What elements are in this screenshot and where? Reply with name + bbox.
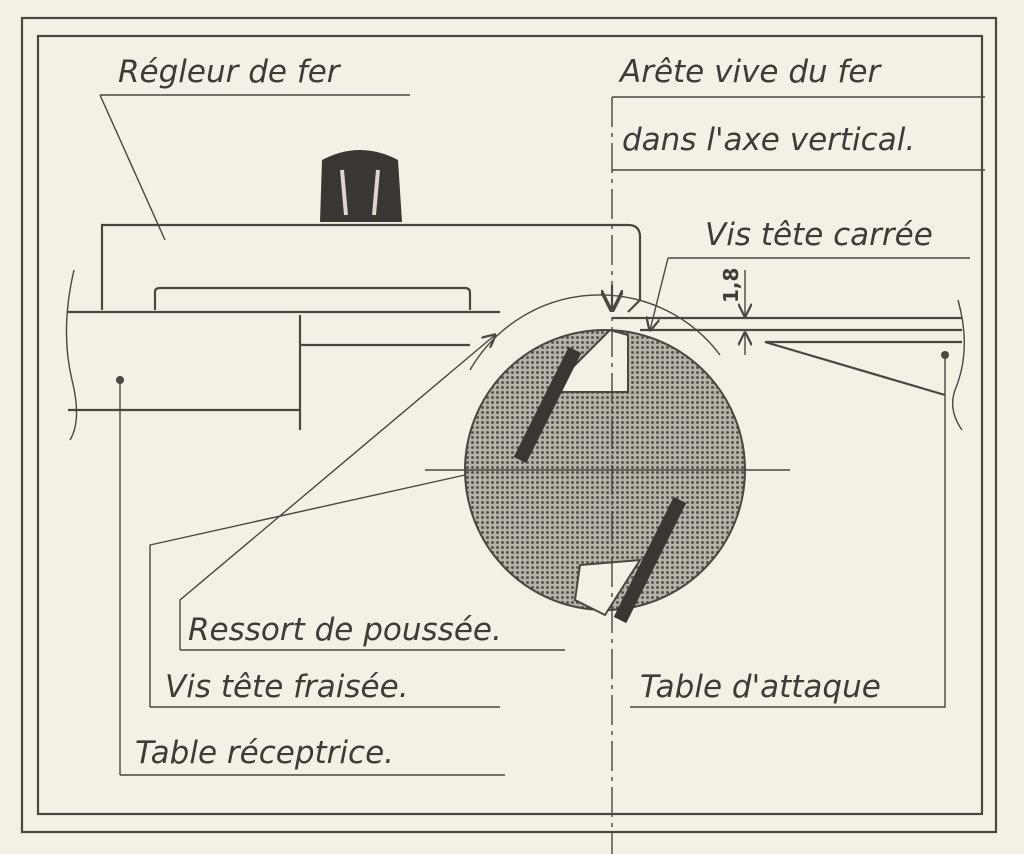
svg-text:1,8: 1,8 <box>719 268 743 303</box>
label-sharp-edge-2: dans l'axe vertical. <box>622 122 915 158</box>
outfeed-table <box>65 269 500 441</box>
adjuster-knob <box>320 150 402 222</box>
label-iron-adjuster: Régleur de fer <box>118 54 342 90</box>
label-outfeed-table: Table réceptrice. <box>135 735 394 771</box>
inner-frame <box>36 34 984 816</box>
label-infeed-table: Table d'attaque <box>640 669 881 705</box>
adjuster-inner-piece <box>153 286 472 310</box>
bottom-blade <box>573 558 642 617</box>
dimension-1-8: 1,8 <box>719 268 745 355</box>
outer-frame <box>20 16 998 834</box>
label-countersunk-screw: Vis tête fraisée. <box>165 669 409 705</box>
label-square-head-screw: Vis tête carrée <box>705 217 933 253</box>
cutterhead <box>425 97 790 854</box>
label-sharp-edge-1: Arête vive du fer <box>618 54 883 90</box>
label-thrust-spring: Ressort de poussée. <box>188 612 502 648</box>
iron-adjuster-block <box>100 223 642 313</box>
